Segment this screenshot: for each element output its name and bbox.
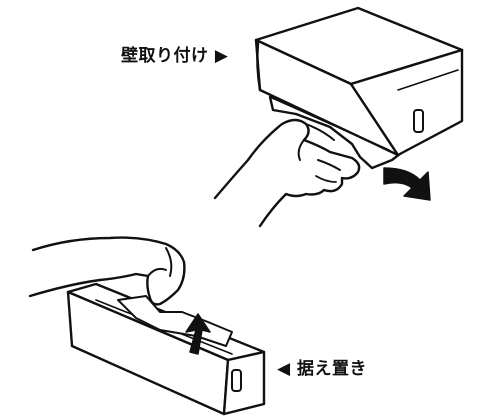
tabletop-case <box>66 282 266 416</box>
tabletop-tissue <box>117 295 233 347</box>
table-case-end <box>222 350 266 416</box>
hand-pulling-down <box>213 118 361 228</box>
arrow-up-icon <box>185 313 211 355</box>
arrow-down-icon <box>383 167 431 201</box>
wall-case-end <box>349 48 464 157</box>
wall-case-window <box>413 109 424 133</box>
wall-mount-label: 壁取り付け ▶ <box>121 46 229 66</box>
hand-pulling-up <box>28 236 186 306</box>
tabletop-label: ◀ 据え置き <box>277 359 367 379</box>
wall-mounted-case <box>254 6 464 170</box>
table-case-window <box>231 369 242 392</box>
